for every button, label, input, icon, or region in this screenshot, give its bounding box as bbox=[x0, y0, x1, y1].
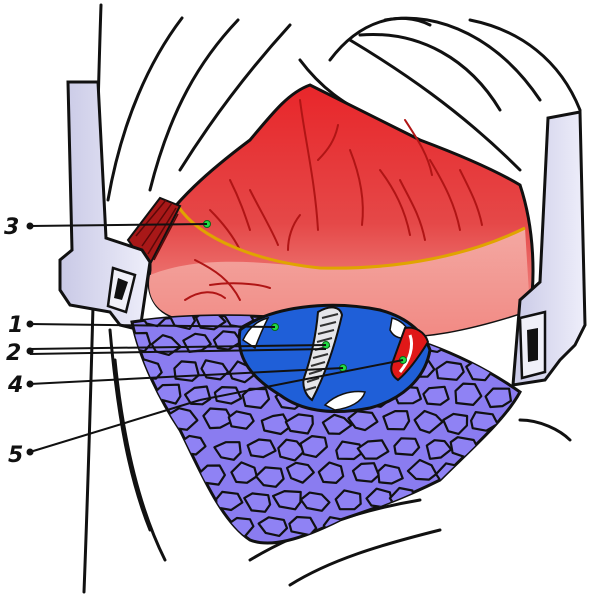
fat-lobule bbox=[156, 434, 185, 458]
fat-lobule bbox=[215, 546, 244, 563]
fat-lobule bbox=[472, 513, 501, 535]
fat-lobule bbox=[442, 516, 472, 535]
fat-lobule bbox=[277, 542, 308, 544]
fat-lobule bbox=[227, 410, 255, 430]
fat-lobule bbox=[172, 462, 201, 483]
fat-lobule bbox=[393, 437, 421, 456]
fat-lobule bbox=[132, 516, 137, 537]
fat-lobule bbox=[288, 515, 318, 537]
label-3: 3 bbox=[4, 215, 19, 240]
fat-lobule bbox=[454, 382, 483, 406]
fat-lobule bbox=[215, 490, 244, 512]
fat-lobule bbox=[348, 518, 378, 541]
fat-lobule bbox=[449, 436, 479, 459]
fat-lobule bbox=[171, 513, 201, 536]
fat-lobule bbox=[501, 463, 520, 484]
leader-dots bbox=[26, 222, 34, 456]
fat-lobule bbox=[173, 360, 200, 382]
fat-lobule bbox=[496, 516, 520, 538]
label-4: 4 bbox=[7, 373, 23, 398]
yellow-line bbox=[176, 205, 526, 270]
fat-lobule bbox=[347, 410, 379, 432]
fat-lobule bbox=[136, 463, 167, 486]
fat-lobule bbox=[285, 461, 315, 484]
fat-lobule bbox=[202, 407, 234, 430]
fat-lobule bbox=[132, 382, 156, 404]
label-2: 2 bbox=[6, 341, 21, 366]
left-retractor bbox=[58, 80, 152, 332]
fat-lobule bbox=[480, 488, 512, 512]
vessel-network bbox=[184, 99, 483, 301]
fat-lobule bbox=[230, 461, 258, 484]
red-vessel bbox=[390, 326, 430, 382]
fat-lobule bbox=[321, 413, 353, 435]
fat-lobule bbox=[150, 334, 182, 356]
fat-lobule bbox=[442, 412, 469, 435]
fat-lobule bbox=[511, 490, 520, 513]
fat-lobule bbox=[243, 492, 272, 513]
fat-lobule bbox=[260, 413, 292, 436]
label-1: 1 bbox=[8, 313, 23, 338]
fat-lobule bbox=[413, 409, 444, 434]
fat-lobule bbox=[334, 489, 362, 511]
fat-lobule bbox=[477, 542, 507, 544]
fat-lobule bbox=[194, 315, 227, 331]
right-retractor bbox=[511, 110, 587, 387]
fat-lobule bbox=[452, 491, 484, 514]
fat-lobule bbox=[305, 541, 335, 544]
fat-lobule bbox=[469, 462, 501, 484]
fat-lobule bbox=[516, 434, 520, 456]
fat-lobule bbox=[213, 441, 242, 461]
fat-lobule bbox=[132, 360, 134, 382]
fat-lobule bbox=[212, 330, 243, 351]
fat-lobule bbox=[132, 541, 148, 544]
fat-lobule bbox=[246, 438, 277, 459]
fat-lobule bbox=[427, 491, 455, 515]
fat-lobule bbox=[299, 491, 331, 512]
fat-lobule bbox=[356, 439, 390, 460]
fat-lobule bbox=[299, 435, 328, 458]
blue-space bbox=[237, 303, 432, 414]
label-5: 5 bbox=[8, 443, 23, 468]
fat-lobule bbox=[181, 542, 209, 544]
fat-lobule bbox=[510, 542, 520, 544]
fat-lobule bbox=[377, 463, 404, 485]
white-patch-bottom bbox=[323, 390, 366, 411]
fat-lobule bbox=[378, 518, 410, 540]
fat-lobule bbox=[406, 458, 438, 481]
fat-lobule bbox=[425, 439, 453, 460]
fat-lobule bbox=[382, 410, 411, 431]
fat-lobule bbox=[132, 410, 142, 433]
fat-lobule bbox=[398, 544, 425, 562]
fat-lobule bbox=[484, 387, 512, 409]
fat-lobule bbox=[198, 464, 226, 486]
fat-lobule bbox=[351, 462, 380, 483]
fat-lobule bbox=[456, 541, 487, 544]
fat-lobule bbox=[241, 542, 271, 544]
white-patch-left bbox=[242, 316, 270, 350]
fat-lobule bbox=[335, 440, 365, 461]
fat-lobule bbox=[422, 385, 450, 406]
fat-lobule bbox=[480, 440, 507, 462]
fat-lobule bbox=[417, 539, 450, 544]
fat-lobule bbox=[272, 490, 302, 511]
muscle-lower-band bbox=[149, 228, 530, 337]
fat-lobule bbox=[257, 516, 289, 538]
fat-lobule bbox=[470, 411, 499, 432]
fat-lobule bbox=[284, 413, 314, 435]
fat-lobule bbox=[277, 438, 306, 462]
leader-lines bbox=[29, 223, 404, 453]
fat-lobule bbox=[317, 461, 345, 484]
fat-lobule bbox=[254, 466, 285, 488]
fat-lobule bbox=[132, 434, 147, 458]
fat-lobule bbox=[435, 360, 465, 381]
fat-lobule bbox=[201, 515, 232, 538]
fat-lobule bbox=[241, 387, 271, 409]
fat-lobule bbox=[182, 487, 210, 510]
fat-lobule bbox=[483, 336, 512, 356]
fat-lobule bbox=[149, 487, 178, 508]
